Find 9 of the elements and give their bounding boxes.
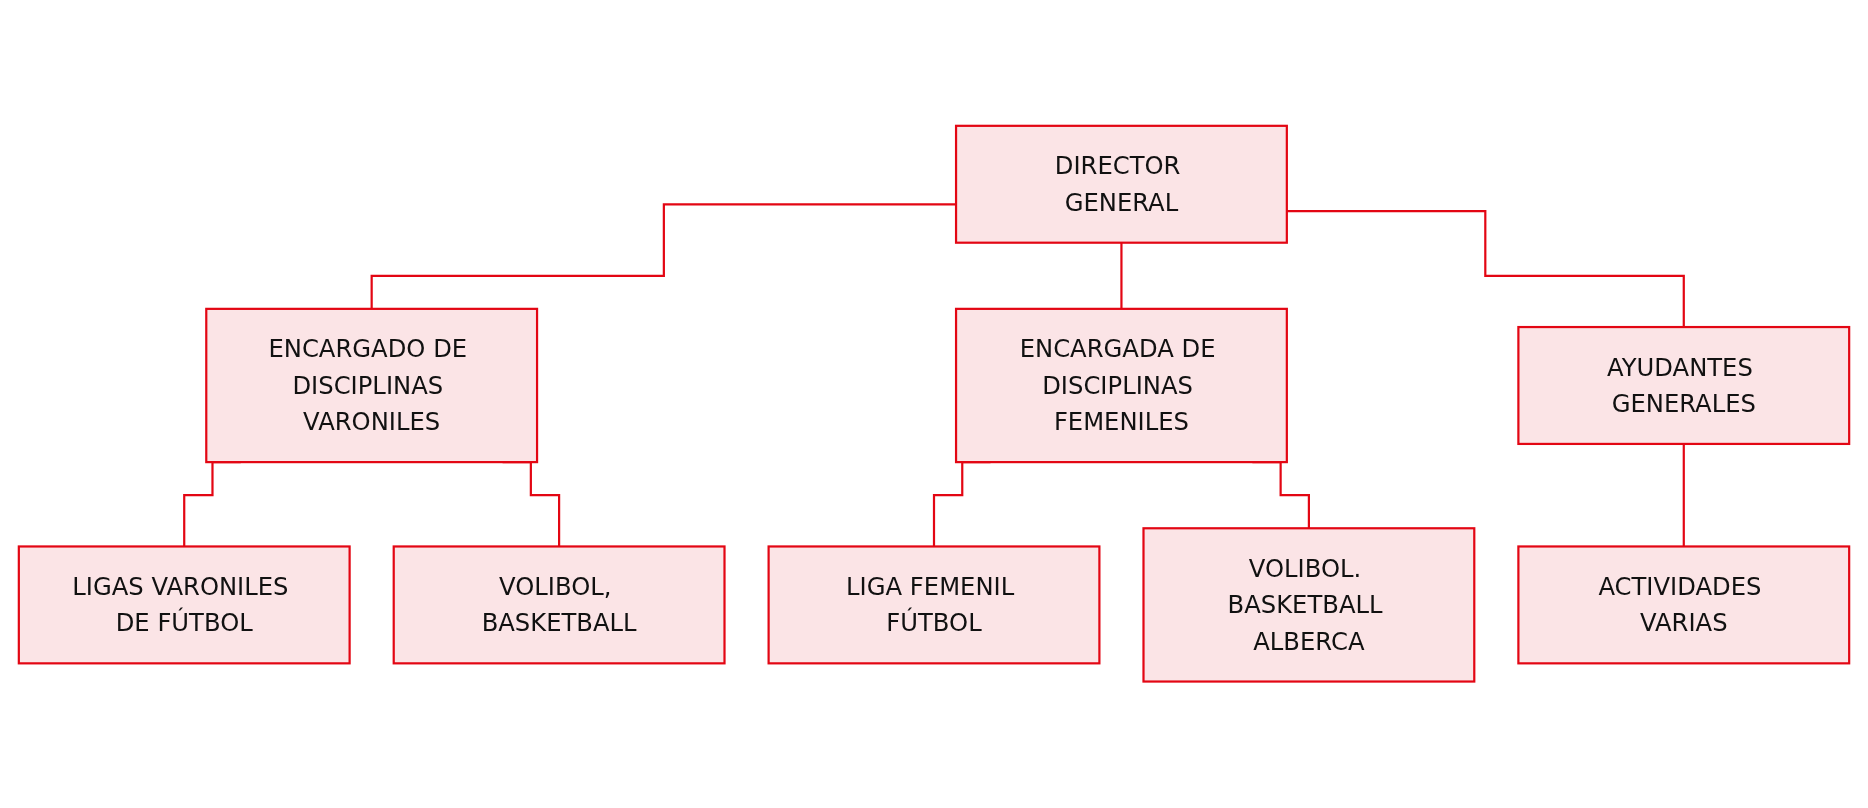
node-box: AYUDANTES GENERALES bbox=[1517, 326, 1851, 446]
node-box: VOLIBOL. BASKETBALL ALBERCA bbox=[1142, 527, 1476, 683]
node-box: LIGAS VARONILES DE FÚTBOL bbox=[17, 545, 351, 665]
node-box: ACTIVIDADES VARIAS bbox=[1517, 545, 1851, 665]
node-box: VOLIBOL, BASKETBALL bbox=[392, 545, 726, 665]
node-box: DIRECTOR GENERAL bbox=[954, 125, 1288, 245]
node-box: LIGA FEMENIL FÚTBOL bbox=[767, 545, 1101, 665]
node-box: ENCARGADA DE DISCIPLINAS FEMENILES bbox=[954, 308, 1288, 464]
node-box: ENCARGADO DE DISCIPLINAS VARONILES bbox=[205, 308, 539, 464]
